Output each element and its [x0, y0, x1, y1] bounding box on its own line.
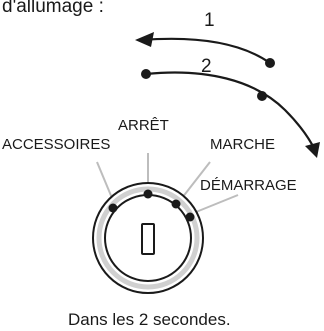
label-arret: ARRÊT	[118, 117, 169, 134]
arrow-2-curve	[145, 71, 316, 151]
lock-bezel-shadow	[96, 186, 200, 290]
caption: Dans les 2 secondes.	[68, 310, 231, 329]
header-text: d'allumage :	[2, 0, 104, 17]
arrow-1-label: 1	[204, 10, 215, 31]
dot-marche	[171, 199, 181, 209]
key-slot	[141, 223, 155, 255]
ignition-lock	[92, 182, 204, 294]
leader-marche	[181, 161, 211, 199]
arrow-2-start-dot	[141, 69, 151, 79]
arrow-2-label: 2	[201, 56, 212, 77]
dot-accessoires	[108, 203, 118, 213]
arrow-1-head	[135, 32, 154, 47]
position-leaders	[96, 153, 239, 213]
label-accessoires: ACCESSOIRES	[2, 136, 110, 153]
label-demarrage: DÉMARRAGE	[200, 177, 297, 194]
dot-arret	[143, 189, 153, 199]
leader-accessoires	[96, 161, 113, 199]
arrow-1-start-dot	[265, 58, 275, 68]
arrow-2-head	[305, 142, 320, 158]
arrow-1-curve	[141, 37, 271, 64]
arrow-1: 1	[135, 10, 275, 68]
arrow-2-mid-dot	[257, 91, 267, 101]
label-marche: MARCHE	[210, 136, 275, 153]
leader-demarrage	[195, 194, 239, 213]
arrow-2: 2	[141, 56, 320, 158]
dot-demarrage	[185, 212, 195, 222]
